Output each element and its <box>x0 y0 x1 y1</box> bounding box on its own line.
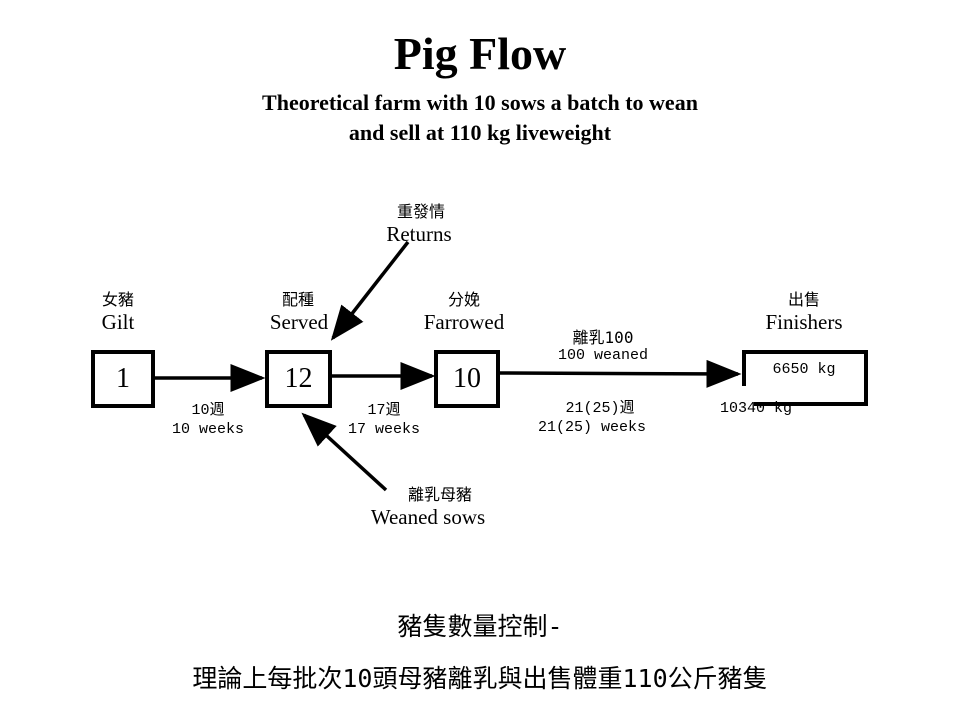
gilt-count: 1 <box>116 363 130 394</box>
edge-gilt-served-zh: 10週 <box>191 402 225 419</box>
arrow-weaned-sows <box>301 412 388 492</box>
footer-line-1: 豬隻數量控制- <box>397 612 563 641</box>
gilt-label-en: Gilt <box>101 310 135 334</box>
page-title: Pig Flow <box>393 28 567 79</box>
edge-weaned-count-en: 100 weaned <box>557 347 648 364</box>
subtitle-line-2: and sell at 110 kg liveweight <box>348 120 612 145</box>
farrowed-box: 10 <box>434 350 500 408</box>
weaned-sows-label-zh: 離乳母豬 <box>407 485 472 504</box>
edge-served-farrowed-en: 17 weeks <box>347 421 420 438</box>
returns-label-en: Returns <box>386 222 452 246</box>
footer-line-2: 理論上每批次10頭母豬離乳與出售體重110公斤豬隻 <box>192 664 768 693</box>
finishers-weight-out: 10340 kg <box>719 400 792 417</box>
finishers-bracket <box>742 350 868 406</box>
returns-label-zh: 重發情 <box>396 202 445 221</box>
served-count: 12 <box>284 363 313 394</box>
subtitle-line-1: Theoretical farm with 10 sows a batch to… <box>262 90 698 115</box>
arrow-returns <box>330 240 410 341</box>
edge-weaned-count-zh: 離乳100 <box>572 328 634 347</box>
farrowed-count: 10 <box>453 363 481 394</box>
gilt-box: 1 <box>91 350 155 408</box>
finishers-weight-in: 6650 kg <box>772 361 836 378</box>
farrowed-label-en: Farrowed <box>423 310 505 334</box>
finishers-label-en: Finishers <box>765 310 843 334</box>
finishers-label-zh: 出售 <box>787 290 820 309</box>
edge-farrowed-finishers-en: 21(25) weeks <box>537 419 647 436</box>
gilt-label-zh: 女豬 <box>101 290 134 309</box>
edge-farrowed-finishers-zh: 21(25)週 <box>565 400 635 417</box>
served-label-en: Served <box>269 310 329 334</box>
served-box: 12 <box>265 350 332 408</box>
farrowed-label-zh: 分娩 <box>447 290 480 309</box>
arrow-farrowed-to-finishers <box>499 359 742 388</box>
edge-served-farrowed-zh: 17週 <box>367 402 401 419</box>
served-label-zh: 配種 <box>281 290 314 309</box>
edge-gilt-served-en: 10 weeks <box>171 421 244 438</box>
weaned-sows-label-en: Weaned sows <box>370 505 486 529</box>
